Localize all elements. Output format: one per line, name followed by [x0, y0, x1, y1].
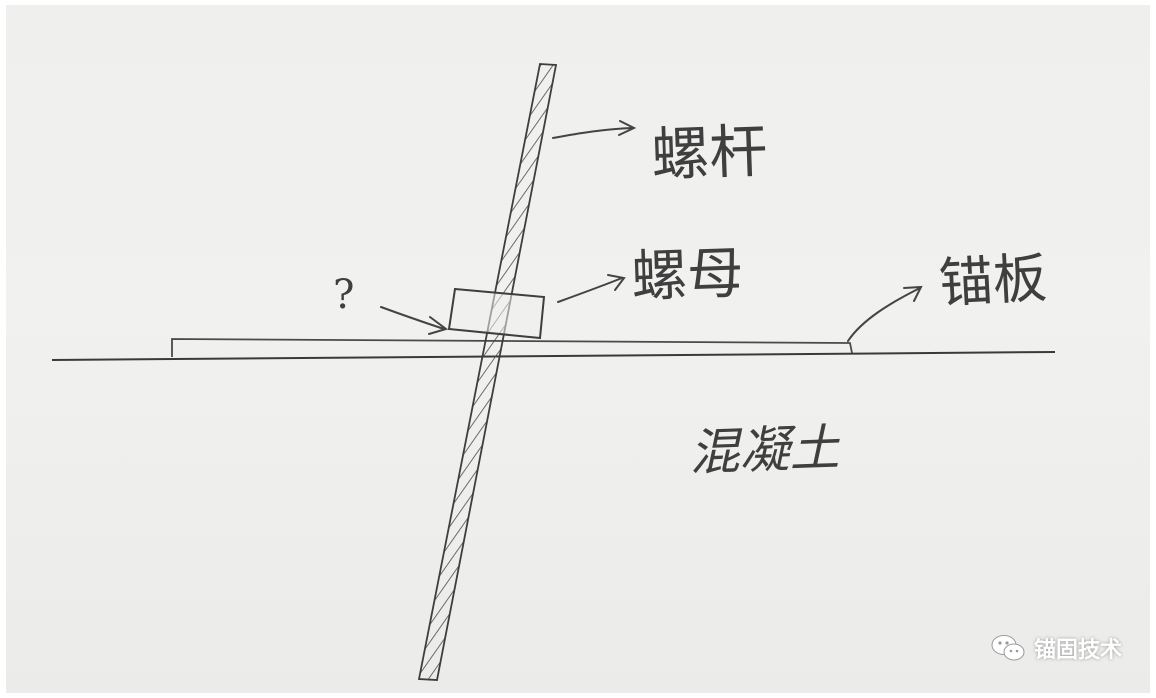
nut-leader-arrow — [557, 274, 626, 303]
question-mark: ? — [333, 272, 354, 318]
nut — [447, 287, 546, 340]
threaded-rod — [417, 63, 558, 681]
paper-background — [6, 5, 1150, 693]
question-arrow — [380, 306, 449, 335]
wechat-icon — [991, 635, 1025, 661]
rod-leader-arrow — [552, 120, 637, 139]
concrete-label: 混凝土 — [688, 419, 841, 482]
anchor-plate-label: 锚板 — [937, 246, 1048, 315]
watermark: 锚固技术 — [990, 632, 1122, 664]
rod-label: 螺杆 — [650, 117, 768, 189]
anchor-plate — [171, 338, 853, 357]
nut-label: 螺母 — [630, 241, 744, 310]
watermark-text: 锚固技术 — [1033, 638, 1122, 663]
plate-leader-arrow — [847, 285, 923, 342]
concrete-surface-line — [51, 351, 1056, 361]
